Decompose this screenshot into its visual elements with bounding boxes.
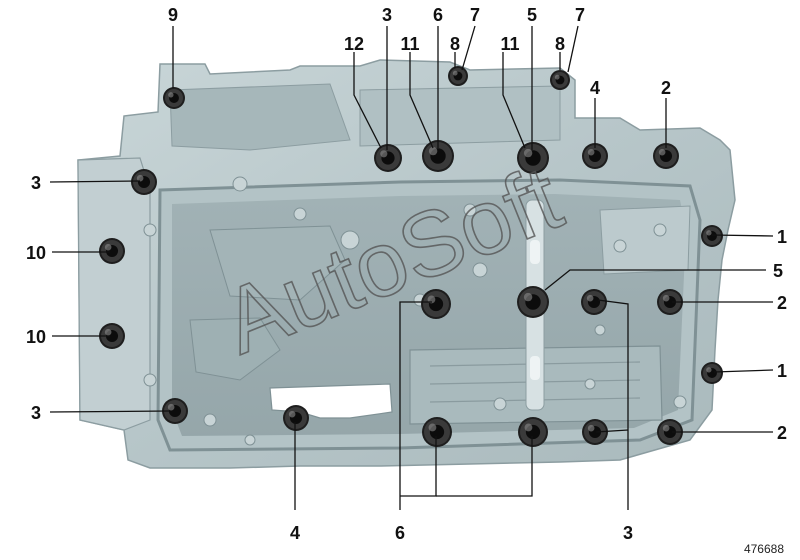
bolt-head bbox=[163, 87, 185, 109]
callout-1-right-lower: 1 bbox=[777, 361, 787, 381]
bolt-head bbox=[283, 405, 309, 431]
bolt-head bbox=[582, 419, 608, 445]
bolt-head bbox=[99, 238, 125, 264]
bolt-head bbox=[422, 417, 452, 447]
callout-2-right-lower: 2 bbox=[777, 423, 787, 443]
bolt-head bbox=[131, 169, 157, 195]
bolt-head bbox=[517, 142, 549, 174]
bolt-head bbox=[99, 323, 125, 349]
bolt-head bbox=[653, 143, 679, 169]
callout-3-left-upper: 3 bbox=[31, 173, 41, 193]
bolt-head bbox=[518, 417, 548, 447]
callout-6-top: 6 bbox=[433, 5, 443, 25]
bolt-head bbox=[581, 289, 607, 315]
callout-4-upper: 4 bbox=[590, 78, 600, 98]
bolt-head bbox=[657, 289, 683, 315]
part-number: 476688 bbox=[744, 542, 784, 556]
bolt-head bbox=[421, 289, 451, 319]
callout-4-bottom: 4 bbox=[290, 523, 300, 543]
callout-8-top-right: 8 bbox=[555, 34, 565, 54]
bolt-heads bbox=[99, 66, 723, 447]
callout-12-top: 12 bbox=[344, 34, 364, 54]
callout-5-top: 5 bbox=[527, 5, 537, 25]
bolt-head bbox=[448, 66, 468, 86]
callout-2-right-middle: 2 bbox=[777, 293, 787, 313]
callout-10-left-lower: 10 bbox=[26, 327, 46, 347]
callout-10-left-upper: 10 bbox=[26, 243, 46, 263]
callout-labels: 9 3 6 7 5 7 12 11 8 11 8 4 2 3 10 10 3 1… bbox=[26, 5, 787, 543]
bolt-head bbox=[422, 140, 454, 172]
bolt-head bbox=[657, 419, 683, 445]
bolt-head bbox=[582, 143, 608, 169]
callout-6-bottom: 6 bbox=[395, 523, 405, 543]
bolt-head bbox=[550, 70, 570, 90]
callout-11-top-left: 11 bbox=[400, 34, 419, 54]
bolt-head bbox=[374, 144, 402, 172]
bolt-head bbox=[701, 362, 723, 384]
callout-11-top-right: 11 bbox=[500, 34, 519, 54]
bolt-head bbox=[701, 225, 723, 247]
bolt-head bbox=[162, 398, 188, 424]
callout-1-right-upper: 1 bbox=[777, 227, 787, 247]
callout-7-top-left: 7 bbox=[470, 5, 480, 25]
callout-5-right: 5 bbox=[773, 261, 783, 281]
callout-9-top: 9 bbox=[168, 5, 178, 25]
callout-8-top-left: 8 bbox=[450, 34, 460, 54]
callout-3-bottom: 3 bbox=[623, 523, 633, 543]
callout-3-top: 3 bbox=[382, 5, 392, 25]
callout-2-upper: 2 bbox=[661, 78, 671, 98]
leader-lines bbox=[49, 25, 774, 510]
callout-3-left-lower: 3 bbox=[31, 403, 41, 423]
bolt-head bbox=[517, 286, 549, 318]
callout-7-top-right: 7 bbox=[575, 5, 585, 25]
